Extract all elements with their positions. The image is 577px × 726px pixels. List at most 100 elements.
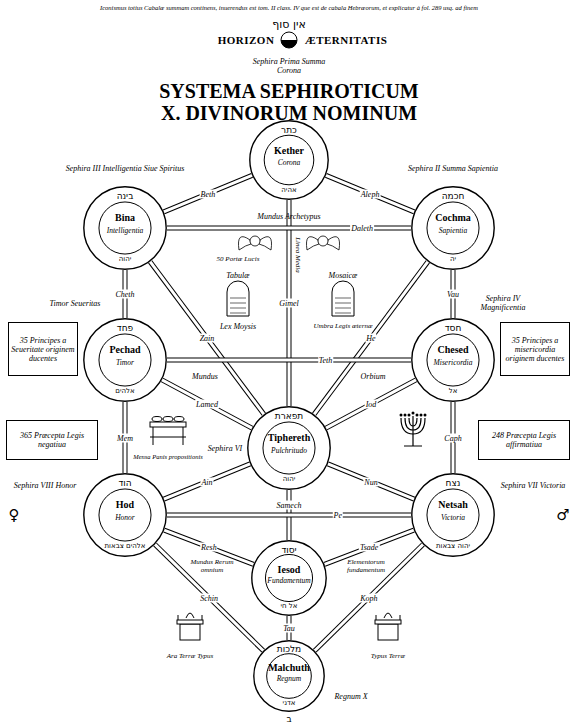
divine-name: אלהים <box>83 387 167 395</box>
loaf <box>174 417 184 422</box>
loaf <box>163 417 173 422</box>
sephira-meaning: Corona <box>249 159 329 167</box>
canal-channel <box>150 262 264 415</box>
engraved-label: Ara Terræ Typus <box>160 652 220 660</box>
canal-label: Tsade <box>359 543 379 552</box>
cherub-wing <box>238 237 251 250</box>
canal-label: Schin <box>199 593 219 602</box>
sephira-name: Chesed <box>411 344 495 355</box>
menorah-arm <box>409 418 417 426</box>
canal-label: He <box>365 334 376 343</box>
sephira-circle: Sephira VII VictoriaNetsahVictoriaנצחיהו… <box>411 473 495 557</box>
canal-connector <box>150 262 264 415</box>
engraved-label: ♀ <box>9 506 20 524</box>
engraved-label: 50 Portæ Lucis <box>217 255 260 263</box>
canal-label: Cheth <box>114 290 135 299</box>
altar-horns <box>178 613 202 620</box>
hebrew-name: יסוד <box>251 545 327 555</box>
outer-ring <box>412 187 494 269</box>
sephira-name: Malchuth <box>253 662 325 673</box>
divine-name: יהוה <box>83 255 167 263</box>
canal-line <box>162 380 252 428</box>
canal-label: Vau <box>446 290 460 299</box>
sephira-heading: Sephira VII Victoria <box>500 481 566 490</box>
canal-line <box>314 262 428 415</box>
precept-box: 35 Principes a Seueritate originem ducen… <box>8 322 78 376</box>
divine-name: יהוה צבאות <box>411 542 495 550</box>
canal-connector <box>162 380 252 428</box>
menorah-flames <box>400 412 427 417</box>
altar <box>375 613 401 640</box>
engraved-label: Mensa Panis propositionis <box>133 453 203 460</box>
sephira-name: Kether <box>249 145 329 156</box>
cherub-face <box>318 236 328 246</box>
canal-line <box>326 175 414 212</box>
sephira-name: Tiphereth <box>247 432 331 443</box>
canal-label: Zain <box>199 334 216 343</box>
sephira-heading: Sephira III Intelligentia Siue Spiritus <box>50 164 200 173</box>
canal-line <box>167 226 411 231</box>
divine-name: יהוה <box>247 475 331 483</box>
canal-label: Lamed <box>195 400 219 409</box>
sephira-heading: Sephira VI <box>205 444 245 453</box>
tablet-lines <box>335 298 351 313</box>
canal-channel <box>167 514 411 517</box>
sephira-name: Hod <box>83 499 167 510</box>
canal-label: Samech <box>276 501 303 510</box>
sephira-heading: Sephira II Summa Sapientia <box>388 164 518 173</box>
cherub-head <box>306 236 339 250</box>
sephira-meaning: Timor <box>83 359 167 367</box>
engraved-label: אין סוף <box>272 18 305 31</box>
outer-ring <box>84 319 166 401</box>
sephira-circle: Sephira VIII HonorHodHonorהודאלהים צבאות <box>83 473 167 557</box>
canal-line <box>326 380 416 428</box>
hebrew-name: פחד <box>83 323 167 333</box>
sephira-meaning: Pulchritudo <box>247 447 331 455</box>
sephira-heading: Sephira IV Magnificentia <box>463 294 543 312</box>
engraved-label: ♂ <box>556 506 569 524</box>
engraved-label: Mundus <box>192 372 218 381</box>
canal-connector <box>167 360 411 361</box>
outer-ring <box>252 541 326 615</box>
engraved-label: Tabulæ <box>226 271 249 280</box>
canal-connector <box>324 530 413 564</box>
canal-label: Iod <box>365 400 378 409</box>
altar-body <box>378 624 398 640</box>
canal-channel <box>162 380 252 428</box>
canal-line <box>328 464 414 499</box>
precept-text: 365 Præcepta Legis negatiua <box>9 431 95 449</box>
canal-channel <box>326 380 416 428</box>
canal-connector <box>167 515 411 516</box>
outer-ring <box>412 474 494 556</box>
canal-channel <box>167 359 411 362</box>
cherub-wing <box>259 237 272 250</box>
hebrew-name: חסד <box>411 323 495 333</box>
engraved-label: Orbium <box>361 372 386 381</box>
tablet-outline <box>332 281 354 316</box>
altar-body <box>180 624 200 640</box>
menorah-stem <box>404 416 422 446</box>
canal-channel <box>314 262 428 415</box>
menorah-arm <box>405 418 421 430</box>
precept-box: 248 Præcepta Legis affirmatiua <box>478 420 570 460</box>
engraved-label: Mundus Archetypus <box>257 212 320 221</box>
canal-line <box>167 513 411 518</box>
hebrew-name: נצח <box>411 478 495 488</box>
sephira-heading: Timor Seueritas <box>40 299 110 308</box>
altar-top <box>177 620 203 624</box>
canal-channel <box>164 464 250 499</box>
sephira-circle: Sephira Prima Summa CoronaKetherCoronaכת… <box>249 120 329 200</box>
canal-connector <box>315 544 423 650</box>
hebrew-name: מלכות <box>253 644 325 654</box>
sephira-circle: Timor SeueritasPechadTimorפחדאלהים <box>83 318 167 402</box>
canal-connector <box>164 464 250 499</box>
canal-label: Aleph <box>360 189 381 198</box>
loaf <box>152 417 162 422</box>
canal-channel <box>167 227 411 230</box>
sephira-meaning: Fundamentum <box>251 577 327 585</box>
engraved-label: HORIZON <box>218 34 275 46</box>
outer-ring <box>412 319 494 401</box>
engraved-label: Mundus Rerum omnium <box>182 558 242 574</box>
canal-channel <box>326 175 414 212</box>
